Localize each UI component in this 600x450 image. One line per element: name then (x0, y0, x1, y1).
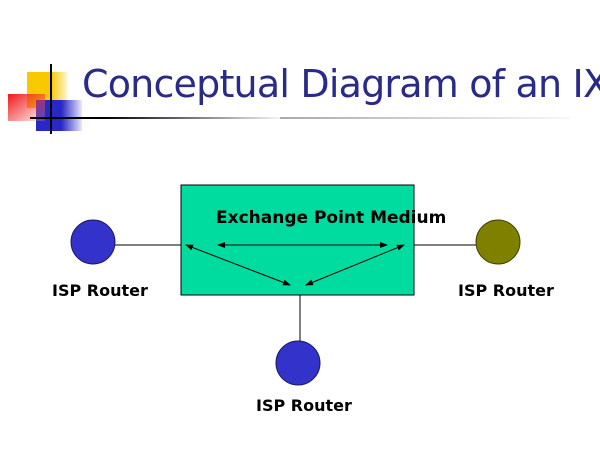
arrow-left-bottom (185, 244, 291, 286)
logo-red-square (8, 94, 45, 121)
router-node-right (475, 219, 521, 265)
title-underline-fade (280, 117, 570, 119)
router-node-bottom (275, 340, 321, 386)
router-label-right: ISP Router (458, 281, 554, 300)
medium-label: Exchange Point Medium (216, 208, 447, 228)
slide-title: Conceptual Diagram of an IXP (82, 62, 600, 106)
logo-vertical-line (50, 64, 52, 134)
router-node-left (70, 219, 116, 265)
arrow-right-bottom (305, 244, 405, 286)
title-underline (30, 117, 280, 119)
router-label-bottom: ISP Router (256, 396, 352, 415)
router-label-left: ISP Router (52, 281, 148, 300)
exchange-point-medium (180, 184, 415, 296)
